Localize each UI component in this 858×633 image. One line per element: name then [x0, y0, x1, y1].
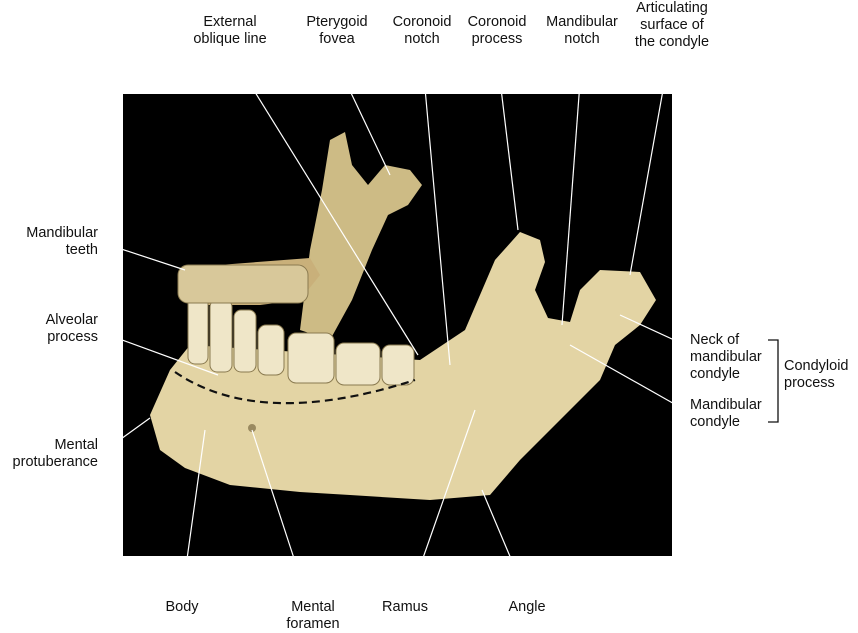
label-body: Body	[165, 599, 199, 615]
leader-lines	[102, 54, 686, 596]
label-angle: Angle	[508, 599, 546, 615]
condyloid-bracket	[768, 339, 779, 423]
label-ramus: Ramus	[382, 599, 428, 615]
mandible-bone	[150, 132, 656, 500]
